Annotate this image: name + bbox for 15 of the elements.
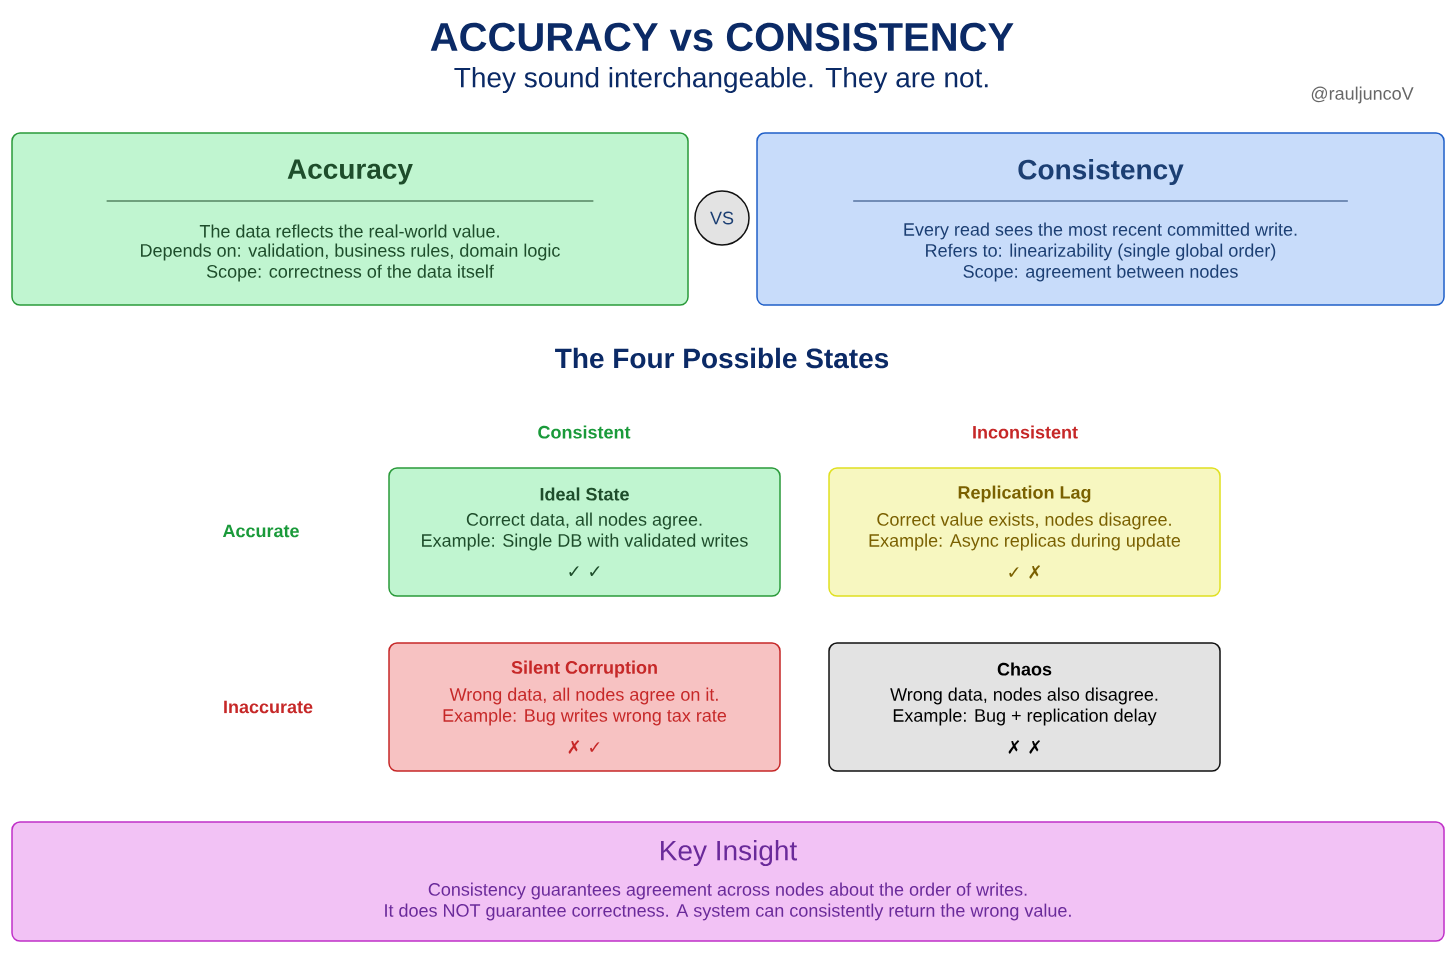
state-card: Chaos Wrong data, nodes also disagree. Example: Bug + replication delay ✗ ✗ (828, 642, 1221, 772)
row-header: Accurate (222, 524, 299, 538)
insight-panel: Key Insight Consistency guarantees agreement across nodes about the order of writes. It does NOT guarantee correctness. A system can consistently return the wrong value. (11, 821, 1445, 942)
state-card: Replication Lag Correct value exists, nodes disagree. Example: Async replicas during update ✓ ✗ (828, 467, 1221, 597)
state-card: Silent Corruption Wrong data, all nodes agree on it. Example: Bug writes wrong tax rate ✗ ✓ (388, 642, 781, 772)
column-header: Inconsistent (973, 425, 1078, 439)
definition-card: Accuracy The data reflects the real-world value. Depends on: validation, business rules, domain logic Scope: correctness of the data itself (11, 132, 689, 306)
author-handle: @rauljuncoV (1311, 86, 1414, 104)
row-header: Inaccurate (224, 700, 313, 714)
state-card: Ideal State Correct data, all nodes agree. Example: Single DB with validated writes ✓ ✓ (388, 467, 781, 597)
column-header: Consistent (538, 425, 631, 439)
title: ACCURACY vs CONSISTENCY (430, 22, 1014, 52)
section-heading: The Four Possible States (555, 347, 889, 369)
definition-card: Consistency Every read sees the most recent committed write. Refers to: linearizability (single global order) Scope: agreement between nodes (756, 132, 1445, 306)
subtitle: They sound interchangeable. They are not. (454, 66, 988, 94)
